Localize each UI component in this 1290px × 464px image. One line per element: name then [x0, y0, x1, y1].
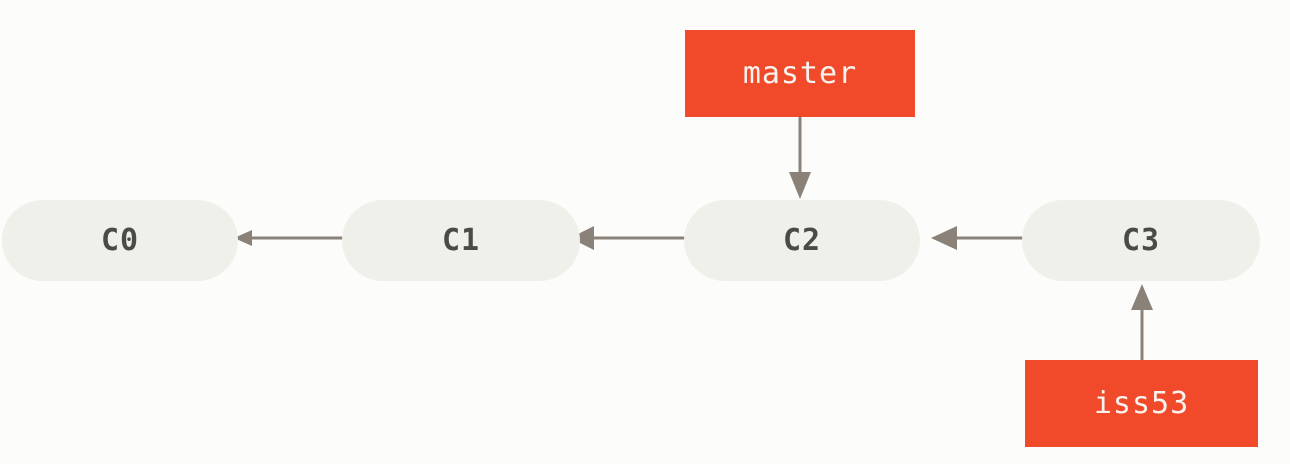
branch-label-iss53: iss53: [1093, 385, 1190, 421]
edge-iss53-to-c3: [1131, 284, 1153, 360]
commit-label-c0: C0: [100, 222, 140, 258]
branch-box-iss53[interactable]: iss53: [1025, 360, 1258, 447]
commit-label-c3: C3: [1121, 222, 1161, 258]
commit-node-c2[interactable]: C2: [684, 200, 920, 281]
commit-label-c1: C1: [441, 222, 481, 258]
commit-node-c0[interactable]: C0: [2, 200, 238, 281]
commit-node-c3[interactable]: C3: [1022, 200, 1260, 281]
edge-c2-to-c1: [570, 226, 700, 250]
branch-box-master[interactable]: master: [685, 30, 915, 117]
branch-label-master: master: [742, 55, 858, 91]
edge-master-to-c2: [789, 117, 811, 199]
commit-label-c2: C2: [782, 222, 822, 258]
commit-node-c1[interactable]: C1: [342, 200, 580, 281]
